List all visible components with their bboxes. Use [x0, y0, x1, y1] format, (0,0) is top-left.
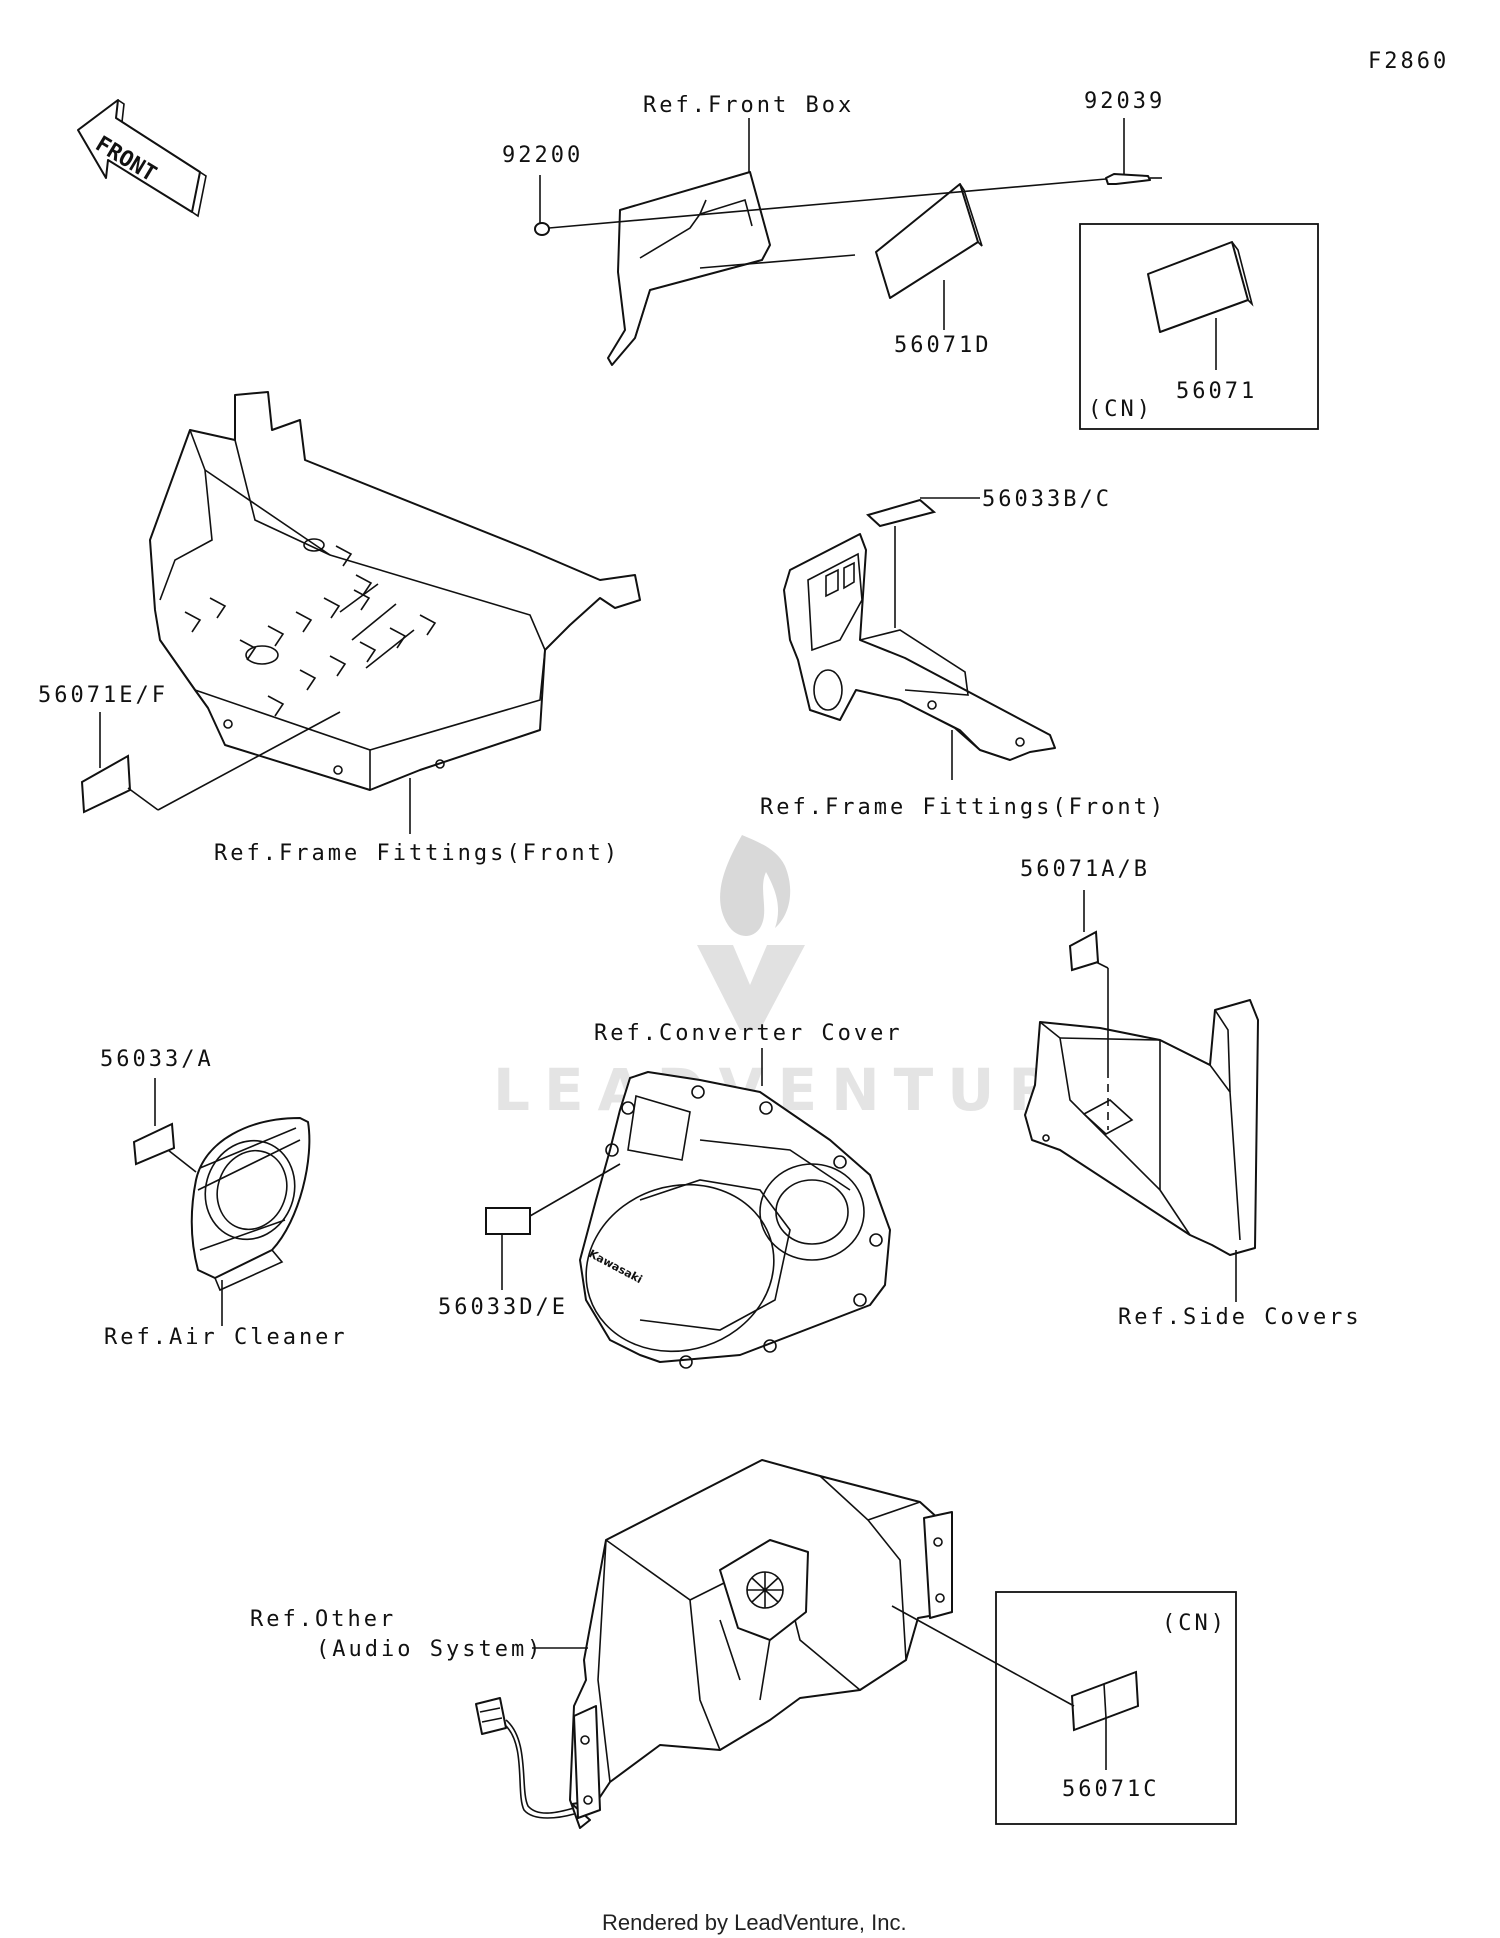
- side-cover-part: [1024, 999, 1259, 1256]
- label-ref-converter: Ref.Converter Cover: [594, 1021, 903, 1046]
- rivet-92039-icon: [1105, 173, 1162, 185]
- watermark: LEADVENTURE: [493, 835, 1121, 1124]
- washer-92200-icon: [534, 222, 550, 236]
- label-92039: 92039: [1084, 89, 1165, 114]
- audio-system-part: [475, 1459, 953, 1829]
- figure-id: F2860: [1368, 49, 1449, 74]
- front-arrow-icon: FRONT: [77, 99, 207, 218]
- label-cn-top: (CN): [1088, 397, 1153, 422]
- label-ref-air-cleaner: Ref.Air Cleaner: [104, 1325, 348, 1350]
- label-ref-frame-left: Ref.Frame Fittings(Front): [214, 841, 620, 866]
- label-ref-frame-right: Ref.Frame Fittings(Front): [760, 795, 1166, 820]
- label-56071: 56071: [1176, 379, 1257, 404]
- label-92200: 92200: [502, 143, 583, 168]
- sticker-56071AB: [1068, 890, 1237, 1302]
- air-cleaner-part: [190, 1117, 311, 1292]
- frame-bracket-part: [783, 497, 1056, 780]
- sticker-56033A: [132, 1078, 223, 1326]
- label-cn-bottom: (CN): [1162, 1611, 1227, 1636]
- sticker-56033DE: [485, 1048, 763, 1290]
- label-ref-other-2: (Audio System): [316, 1637, 543, 1662]
- label-56033DE: 56033D/E: [438, 1295, 568, 1320]
- footer-credit: Rendered by LeadVenture, Inc.: [602, 1910, 907, 1935]
- label-ref-front-box: Ref.Front Box: [643, 93, 854, 118]
- label-56071EF: 56071E/F: [38, 683, 168, 708]
- label-56071D: 56071D: [894, 333, 991, 358]
- sticker-56071EF: [80, 711, 411, 834]
- frame-tray-part: [149, 391, 641, 791]
- cn-box-bottom: [891, 1591, 1237, 1825]
- label-ref-other-1: Ref.Other: [250, 1607, 396, 1632]
- label-56033A: 56033/A: [100, 1047, 214, 1072]
- converter-cover-part: Kawasaki: [579, 1071, 891, 1369]
- label-56071C: 56071C: [1062, 1777, 1159, 1802]
- front-box-group: [534, 118, 1162, 366]
- label-56071AB: 56071A/B: [1020, 857, 1150, 882]
- watermark-text: LEADVENTURE: [493, 1056, 1121, 1124]
- sticker-56033BC: [866, 498, 937, 528]
- cn-box-top: [1079, 223, 1319, 430]
- label-ref-side-covers: Ref.Side Covers: [1118, 1305, 1362, 1330]
- label-56033BC: 56033B/C: [982, 487, 1112, 512]
